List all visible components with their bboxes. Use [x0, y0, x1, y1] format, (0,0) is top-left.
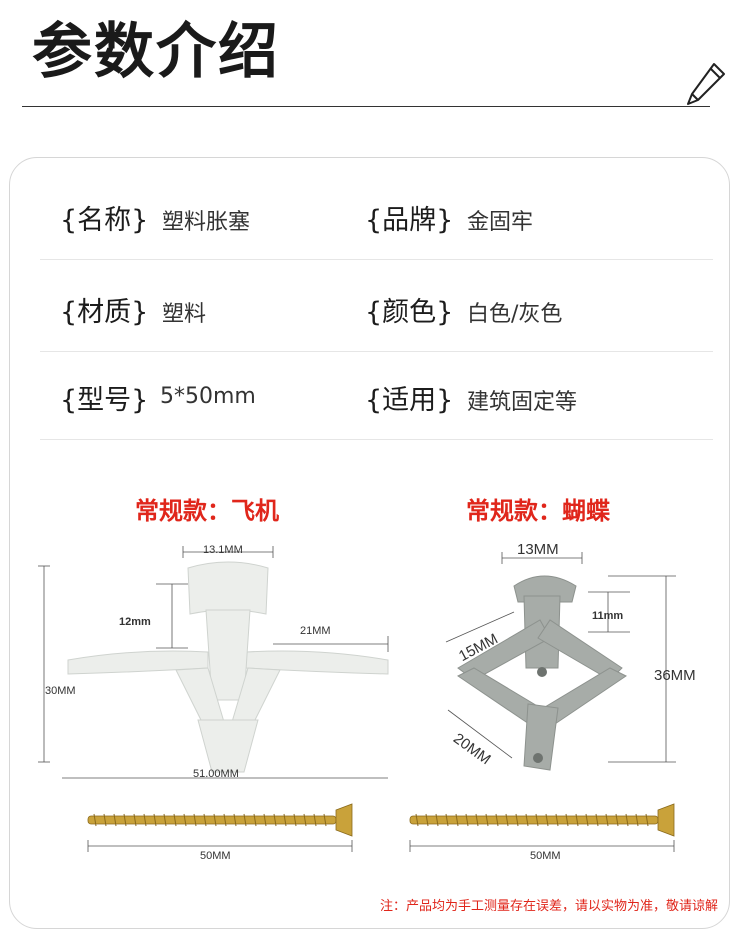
param-label: {型号}: [60, 385, 149, 416]
param-value: 建筑固定等: [467, 390, 578, 415]
airplane-anchor-illustration: [38, 546, 389, 779]
param-value: 金固牢: [467, 210, 534, 235]
dim-screw-right: 50MM: [530, 850, 561, 862]
param-row: {名称} 塑料胀塞 {品牌} 金固牢: [10, 174, 731, 260]
page-title: 参数介绍: [32, 17, 280, 87]
dim-airplane-inner: 12mm: [119, 616, 151, 628]
dim-airplane-height: 30MM: [45, 685, 76, 697]
dim-butterfly-inner: 11mm: [592, 610, 624, 622]
param-value: 5*50mm: [160, 384, 256, 409]
screw-left: [87, 803, 353, 852]
dim-butterfly-height: 36MM: [654, 667, 696, 684]
title-divider: [22, 106, 710, 107]
param-row: {型号} 5*50mm {适用} 建筑固定等: [10, 354, 731, 440]
airplane-caption: 常规款：飞机: [135, 497, 279, 525]
param-row: {材质} 塑料 {颜色} 白色/灰色: [10, 266, 731, 352]
params-card: {名称} 塑料胀塞 {品牌} 金固牢 {材质} 塑料 {颜色} 白色/灰色 {型…: [9, 157, 730, 929]
dim-airplane-wing: 21MM: [300, 625, 331, 637]
param-label: {材质}: [60, 297, 149, 328]
param-value: 塑料胀塞: [162, 210, 251, 235]
row-divider: [40, 439, 713, 440]
param-value: 塑料: [162, 302, 207, 327]
param-label: {名称}: [60, 205, 149, 236]
dim-airplane-top: 13.1MM: [203, 544, 243, 556]
dim-screw-left: 50MM: [200, 850, 231, 862]
disclaimer-note: 注：产品均为手工测量存在误差，请以实物为准，敬请谅解: [379, 899, 718, 914]
dim-butterfly-top: 13MM: [517, 541, 559, 558]
param-label: {品牌}: [365, 205, 454, 236]
butterfly-caption: 常规款：蝴蝶: [466, 497, 610, 525]
param-label: {适用}: [365, 385, 454, 416]
butterfly-anchor-illustration: [445, 552, 676, 771]
pencil-icon: [687, 63, 725, 105]
row-divider: [40, 259, 713, 260]
dim-airplane-width: 51.00MM: [193, 768, 239, 780]
param-value: 白色/灰色: [467, 302, 563, 327]
param-label: {颜色}: [365, 297, 454, 328]
row-divider: [40, 351, 713, 352]
screw-right: [409, 803, 675, 852]
